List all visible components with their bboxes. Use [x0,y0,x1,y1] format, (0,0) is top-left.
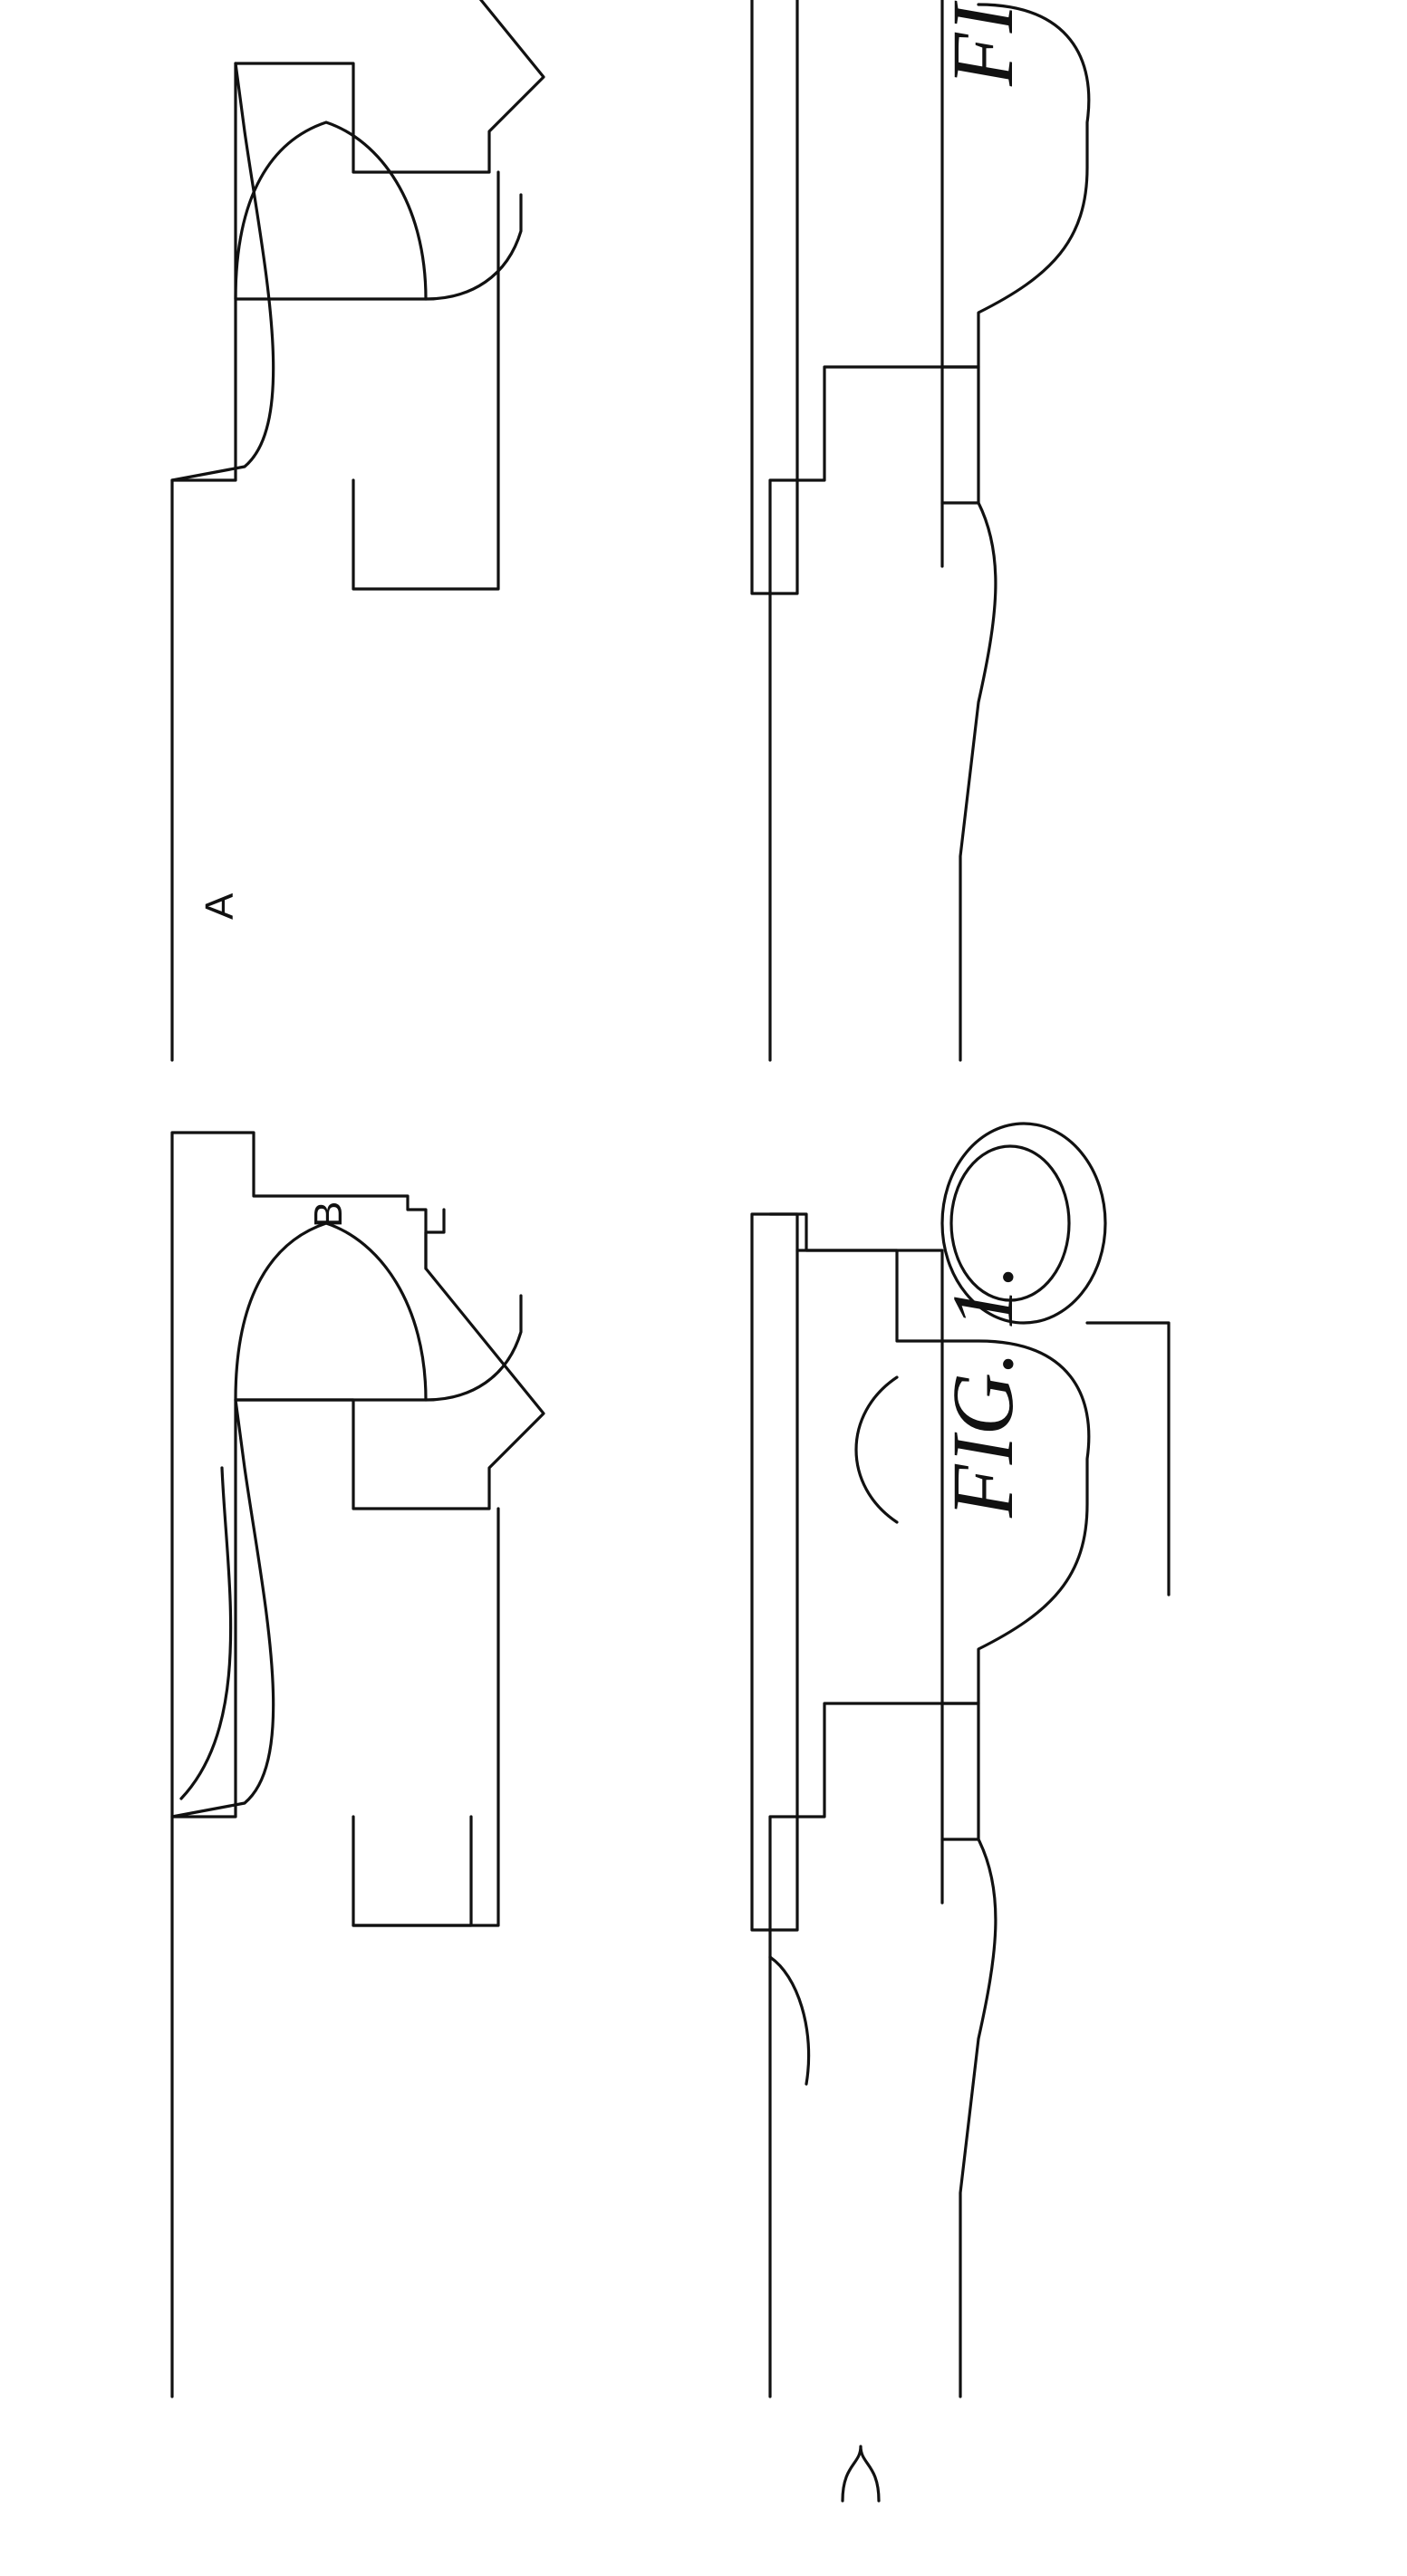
figure-1-labels: 10 A B A B FIG. 1. [0,857,1031,1519]
fig2-recess-112 [960,503,996,1060]
fig1-recess-44-inner [181,1468,231,1799]
fig2-lower-body [770,5,1089,1060]
fig1-label-B-bottom: B [306,1201,351,1228]
fig1-caption: FIG. 1. [934,1264,1031,1519]
fig1-rail-18 [353,1509,498,1925]
fig2-recess-68 [172,63,274,480]
fig1-step-26 [426,1210,444,1269]
fig1-upper-body [172,1133,544,2397]
fig1-ledge-62 [942,1703,978,1839]
fig1-tongue-42 [856,1377,897,1522]
fig1-base-16 [1087,1323,1169,1595]
fig1-channel-32 [797,1250,942,1903]
fig2-rail-110 [752,0,797,593]
fig1-rail-50 [752,1214,797,1930]
fig2-rail-72 [353,172,498,589]
fig1-label-A-bottom: A [198,892,242,920]
fig1-bore-36 [426,1296,521,1400]
fig2-ledge-90 [942,367,978,503]
fig1-dome-52 [236,1223,426,1400]
fig1-recess-48 [960,1839,996,2397]
fig1-curve-38 [770,1957,809,2084]
fig1-rail-20 [353,1817,471,1925]
figure-2 [172,0,1105,1060]
fig1-lower-body [770,1214,1089,2397]
fig2-caption: FIG. 2. [934,0,1031,87]
fig1-brace-12 [843,2446,879,2501]
fig2-bore-92 [426,195,521,299]
fig2-dome-98 [236,122,426,299]
fig1-recess-44 [172,1400,274,1817]
